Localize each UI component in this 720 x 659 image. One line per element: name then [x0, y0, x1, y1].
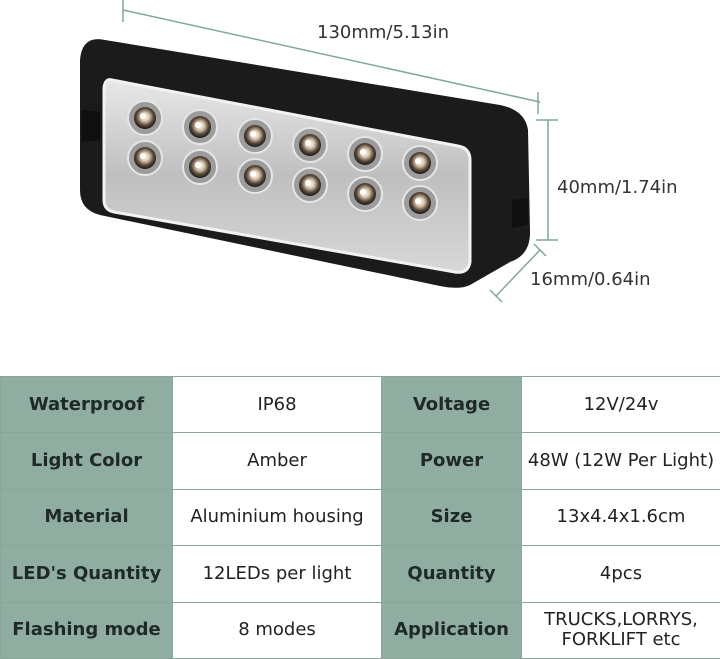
spec-label: Power [381, 432, 522, 490]
spec-label: Quantity [381, 545, 522, 603]
length-dimension-label: 130mm/5.13in [317, 22, 449, 43]
spec-value: 12V/24v [521, 375, 720, 434]
spec-value: Amber [172, 432, 382, 490]
product-image-area: 130mm/5.13in 40mm/1.74in 16mm/0.64in [80, 0, 678, 303]
spec-value: 48W (12W Per Light) [521, 432, 720, 490]
led [127, 100, 163, 136]
led-light-bar-illustration [80, 0, 558, 303]
led [127, 140, 163, 176]
led [237, 158, 273, 194]
led [402, 185, 438, 221]
led [402, 145, 438, 181]
led [347, 136, 383, 172]
spec-label: Waterproof [0, 375, 173, 434]
spec-label: Voltage [381, 375, 522, 434]
spec-value: Aluminium housing [172, 488, 382, 547]
led [347, 176, 383, 212]
spec-label: LED's Quantity [0, 545, 173, 603]
led [182, 149, 218, 185]
led [292, 127, 328, 163]
dimension-lines [122, 0, 558, 303]
led [292, 167, 328, 203]
depth-dimension-label: 16mm/0.64in [530, 269, 651, 290]
height-dimension-label: 40mm/1.74in [557, 177, 678, 198]
led [182, 109, 218, 145]
spec-label: Light Color [0, 432, 173, 490]
spec-label: Material [0, 488, 173, 547]
spec-label: Application [381, 601, 522, 659]
led [237, 118, 273, 154]
spec-label: Size [381, 488, 522, 547]
spec-value: IP68 [172, 375, 382, 434]
spec-value: TRUCKS,LORRYS,FORKLIFT etc [521, 601, 720, 659]
led-array [127, 100, 438, 221]
spec-value: 13x4.4x1.6cm [521, 488, 720, 547]
spec-value: 12LEDs per light [172, 545, 382, 603]
spec-label: Flashing mode [0, 601, 173, 659]
spec-value: 4pcs [521, 545, 720, 603]
spec-value: 8 modes [172, 601, 382, 659]
